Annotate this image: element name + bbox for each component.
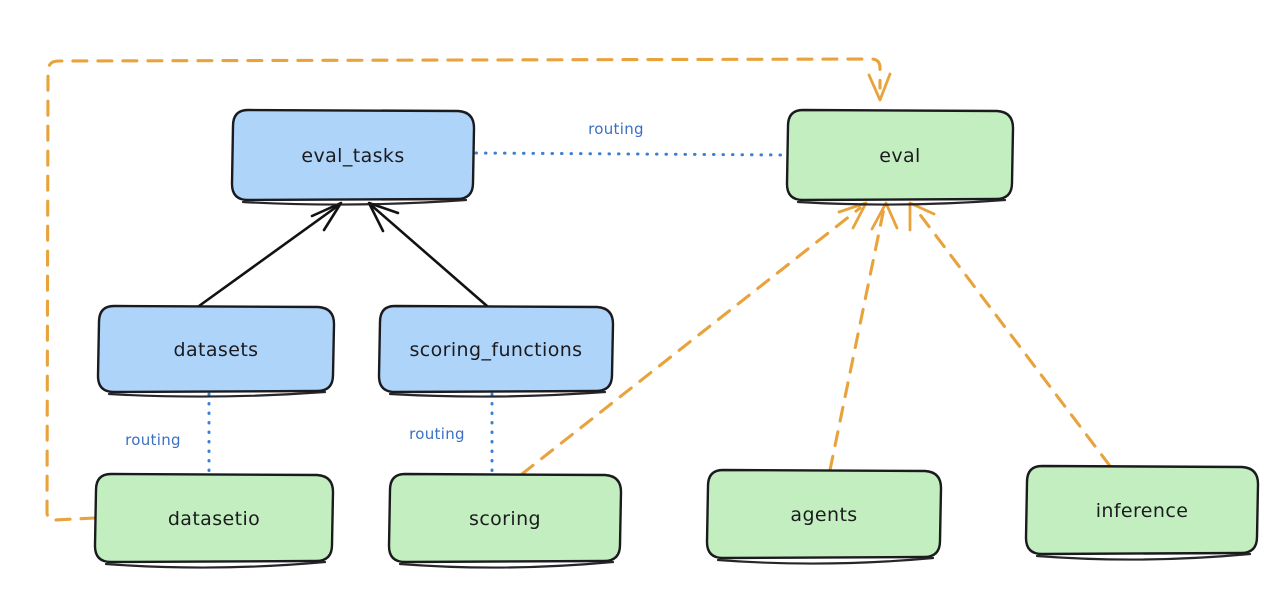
node-agents[interactable]: agents [705, 468, 943, 565]
node-label-datasets: datasets [174, 339, 259, 361]
node-label-agents: agents [790, 504, 857, 526]
node-label-inference: inference [1096, 500, 1189, 522]
node-label-scoring: scoring [469, 508, 541, 530]
node-datasets[interactable]: datasets [96, 304, 336, 398]
edge-scoring-to-eval [520, 201, 868, 476]
node-label-eval: eval [879, 145, 920, 167]
node-scoring[interactable]: scoring [387, 472, 623, 569]
edge-label-routing-scoring_functions-scoring: routing [409, 425, 465, 443]
node-datasetio[interactable]: datasetio [93, 472, 335, 569]
edge-scoring_functions-to-eval_tasks [367, 201, 489, 308]
edge-label-routing-eval_tasks-eval: routing [588, 120, 644, 138]
edge-inference-to-eval [908, 201, 1112, 468]
edge-datasets-to-eval_tasks [197, 201, 343, 308]
node-label-eval_tasks: eval_tasks [301, 145, 404, 167]
node-inference[interactable]: inference [1024, 464, 1260, 561]
node-label-datasetio: datasetio [168, 508, 260, 530]
node-label-scoring_functions: scoring_functions [410, 339, 583, 361]
edge-datasetio-to-eval [45, 57, 892, 522]
edge-label-routing-datasets-datasetio: routing [125, 431, 181, 449]
edge-agents-to-eval [828, 201, 899, 472]
node-scoring_functions[interactable]: scoring_functions [377, 304, 615, 398]
node-eval_tasks[interactable]: eval_tasks [230, 108, 476, 206]
edge-eval_tasks-to-eval [474, 151, 788, 157]
node-eval[interactable]: eval [785, 108, 1015, 206]
